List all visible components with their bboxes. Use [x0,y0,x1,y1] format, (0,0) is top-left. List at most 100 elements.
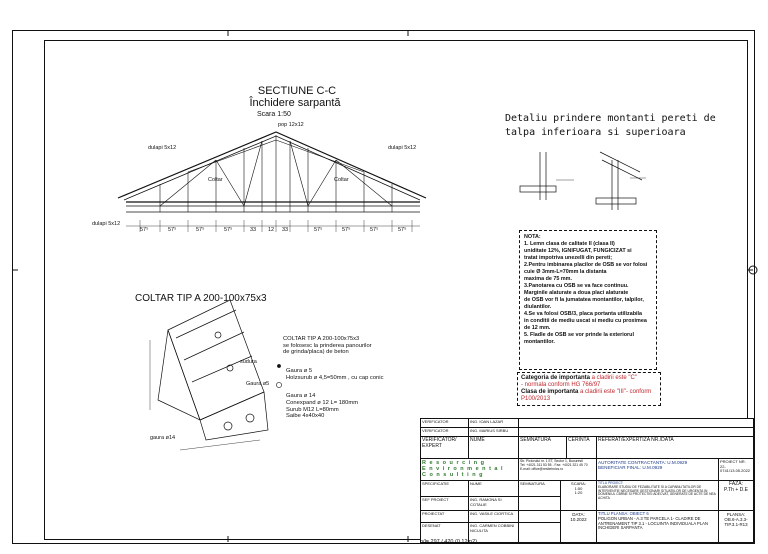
note-line: de OSB vor fi la jumatatea montantilor, … [524,297,644,304]
note-line: montantilor. [524,339,555,346]
note-line: de 12 mm. [524,325,551,332]
semnatura2-header: SEMNATURA [519,481,561,497]
detail-title: Detaliu prindere montanti pereti de talp… [505,112,716,139]
address-text: Str. Pictorului nr. 1 ET, Sector 1, Bucu… [520,459,583,463]
drawing-title-label: TITLU PLANSA: OBIECT 6 [598,511,649,516]
note-line: cuie Ø 3mm-L=70mm la distanta [524,269,607,276]
client-cell: AUTORITATE CONTRACTANTA: U.M.0929 BENEFI… [597,459,719,481]
dulapi-right-label: dulapi 5x12 [388,145,417,151]
class-label: Clasa de importanta [521,388,579,395]
cerinta-header: CERINTA [567,437,597,459]
drawing-title-cell: TITLU PLANSA: OBIECT 6 POLIGON URBAN - A… [597,511,719,543]
section-subtitle: Închidere sarpantă [249,97,341,109]
verificator-expert-header: VERIFICATOR/ EXPERT [421,437,469,459]
blank-cell [519,511,561,523]
project-title-cell: TITLU PROIECT: ELABORARE STUDIU DE FEZAB… [597,481,719,511]
blank-cell [519,419,754,428]
dim-label: 57⁵ [140,227,149,233]
category-box: Categoria de importanta a cladirii este … [517,372,661,406]
company-line: E n v i r o n m e n t a l [422,466,504,473]
scale-label: SCARA: [571,481,586,486]
outer-frame [12,30,755,544]
autoritate-text: AUTORITATE CONTRACTANTA: U.M.0929 [598,460,688,465]
scale-cell: SCARA: 1:50 1:20 [561,481,597,511]
dim-label: 57⁵ [370,227,379,233]
blank-cell [519,497,561,511]
note-line: in conditii de mediu uscat si mediu cu p… [524,318,647,325]
dim-label: 33 [250,227,257,233]
date-cell: DATA: 10.2022 [561,511,597,543]
company-line: C o n s u l t i n g [422,472,484,479]
inner-frame [44,40,748,540]
dim-label: 12 [268,227,275,233]
hole5-desc: Holzsurub ø 4,5=50mm , cu cap conic [286,374,384,381]
referat-header: REFERAT/EXPERTIZA NR./DATA [597,437,754,459]
class-value: a cladirii este "III"- conform [578,388,652,395]
sef-proiect-label: SEF PROIECT [421,497,469,511]
desenat-name: ING. CARMEN COBBINI NICULITA [469,523,519,543]
email-text: E-mail: office@resitehnics.ro [520,466,564,471]
sudura-label: sudura [240,359,257,365]
project-number-cell: PROIECT NR. 22-0741/13.05.2022 [719,459,754,481]
title-block: VERIFICATOR ING. IOAN LAZAR VERIFICATOR … [420,418,755,544]
coltar-note-line: de grinda/placa) de beton [283,349,349,356]
specificatie-header: SPECIFICATIE [421,481,469,497]
verificator1-label: VERIFICATOR [421,419,469,428]
coltar-title: COLTAR TIP A 200-100x75x3 [135,293,267,304]
coltar-note-line: se folosesc la prinderea panourilor [283,342,372,349]
dim-label: 57⁵ [224,227,233,233]
roof-section-drawing [117,131,427,232]
scale-value: 1:20 [574,490,583,496]
hole5-title: Gaura ø 5 [286,367,313,374]
notes-heading: NOTA: [524,234,541,240]
category-ref: - normala conform HG 766/97 [521,381,601,388]
pop-label: pop 12x12 [278,122,304,128]
note-line: Marginile alaturate a doua placi alatura… [524,290,629,297]
detail-drawing [519,151,646,210]
verificator1-name: ING. IOAN LAZAR [469,419,519,428]
phone-text: Tel: +4021 311 53 55 - Fax: +4021 321 45… [520,462,588,467]
paper-size-note: h/l= 297 / 420 (0.12m2) [420,539,478,545]
class-ref: P100/2013 [521,395,551,402]
note-line: tratat impotriva unezelli din pereti; [524,255,613,262]
plansa-value: OB.6-A.3.3-TIP.3.1-R13 [724,517,748,528]
coltar-note-line: COLTAR TIP A 200-100x75x3 [283,336,360,342]
project-title-text: ELABORARE STUDIU DE FEZABILITATE SI A CA… [598,484,716,501]
dim-label: 57⁵ [196,227,205,233]
detail-title-line: Detaliu prindere montanti pereti de [505,113,716,124]
date-label: DATA: [572,512,585,517]
note-line: uniditate 12%, IGNIFUGAT, FUNGICIZAT si [524,248,632,255]
dulapi-left-label: dulapi 5x12 [148,145,177,151]
beneficiar-text: BENEFICIAR FINAL: U.M.0929 [598,465,663,471]
gaura5-label: Gaura ø5 [246,381,270,387]
note-line: diulantilor. [524,304,552,311]
coltar-drawing [149,299,269,451]
category-label: Categoria de importanta [521,375,591,381]
section-title: SECTIUNE C-C [257,85,337,97]
proiectat-label: PROIECTAT [421,511,469,523]
verificator2-label: VERIFICATOR [421,428,469,437]
project-title-label: TITLU PROIECT: [598,481,624,485]
coltar-notes: COLTAR TIP A 200-100x75x3 se folosesc la… [283,336,383,420]
blank-cell [519,523,561,543]
faza-cell: FAZA: P.Th + D.E [719,481,754,511]
semnatura-header: SEMNATURA [519,437,567,459]
hole14-line: Surub M12 L=80mm [286,406,339,413]
note-line: 5. Fladle de OSB se vor prinde la exteri… [524,332,634,339]
plansa-cell: PLANSA: OB.6-A.3.3-TIP.3.1-R13 [719,511,754,543]
category-value: a cladirii este "C" [590,375,637,381]
faza-value: P.Th + D.E [724,486,748,493]
dim-label: 57⁵ [168,227,177,233]
note-line: 3.Panotarea cu OSB se va face continuu. [524,283,629,290]
coltar-left-label: Coltar [208,177,223,183]
nume-header: NUME [469,437,519,459]
company-address: Str. Pictorului nr. 1 ET, Sector 1, Bucu… [519,459,597,481]
hole14-line: Saibe 4x40x40 [286,413,325,420]
faza-label: FAZA: [729,481,743,487]
dulapi-bottom-label: dulapi 5x12 [92,221,121,227]
coltar-right-label: Coltar [334,177,349,183]
drawing-title-text: POLIGON URBAN - A.3 TE PARCELA 1- CLADIR… [598,515,708,531]
project-number-label: PROIECT NR. [720,459,746,464]
